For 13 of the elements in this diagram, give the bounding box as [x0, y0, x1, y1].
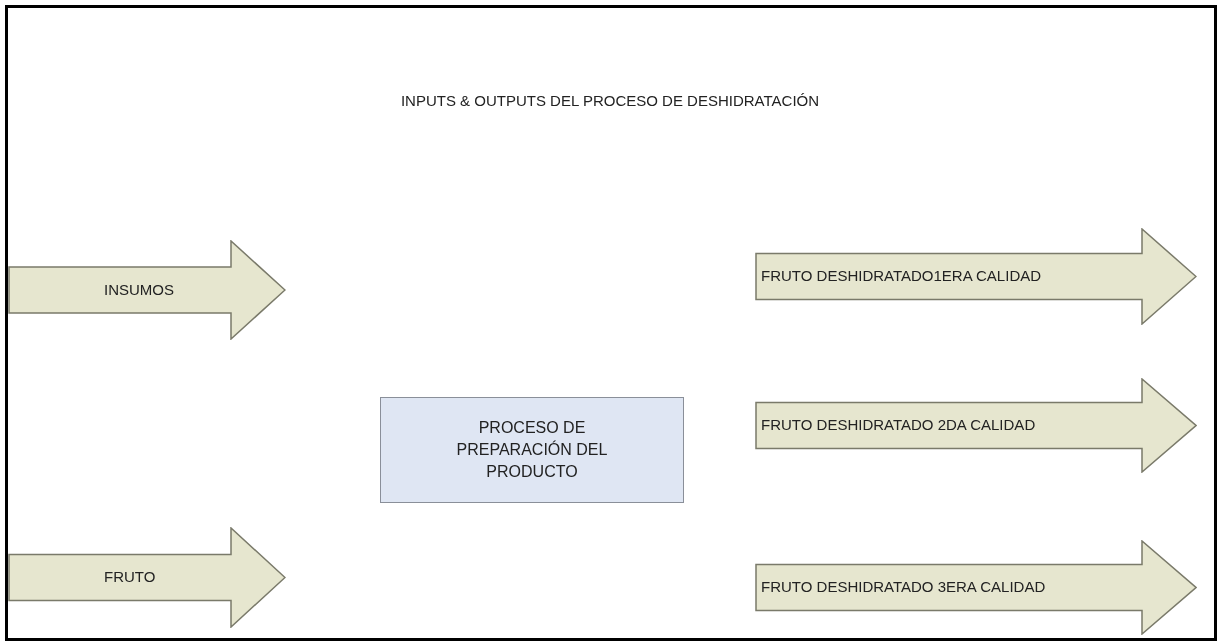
- diagram-title: INPUTS & OUTPUTS DEL PROCESO DE DESHIDRATACIÓN: [399, 91, 821, 111]
- process-label: PROCESO DE PREPARACIÓN DEL PRODUCTO: [455, 418, 609, 482]
- block-arrow: [8, 527, 286, 628]
- process-box: [380, 397, 684, 503]
- arrow-label: FRUTO DESHIDRATADO 2DA CALIDAD: [761, 415, 1036, 436]
- block-arrow: [755, 378, 1197, 473]
- block-arrow: [755, 540, 1197, 635]
- block-arrow: [755, 228, 1197, 325]
- arrow-label: FRUTO: [104, 567, 156, 588]
- arrow-label: FRUTO DESHIDRATADO 3ERA CALIDAD: [761, 577, 1046, 598]
- block-arrow: [8, 240, 286, 340]
- arrow-label: FRUTO DESHIDRATADO1ERA CALIDAD: [761, 266, 1042, 287]
- arrow-label: INSUMOS: [104, 279, 174, 300]
